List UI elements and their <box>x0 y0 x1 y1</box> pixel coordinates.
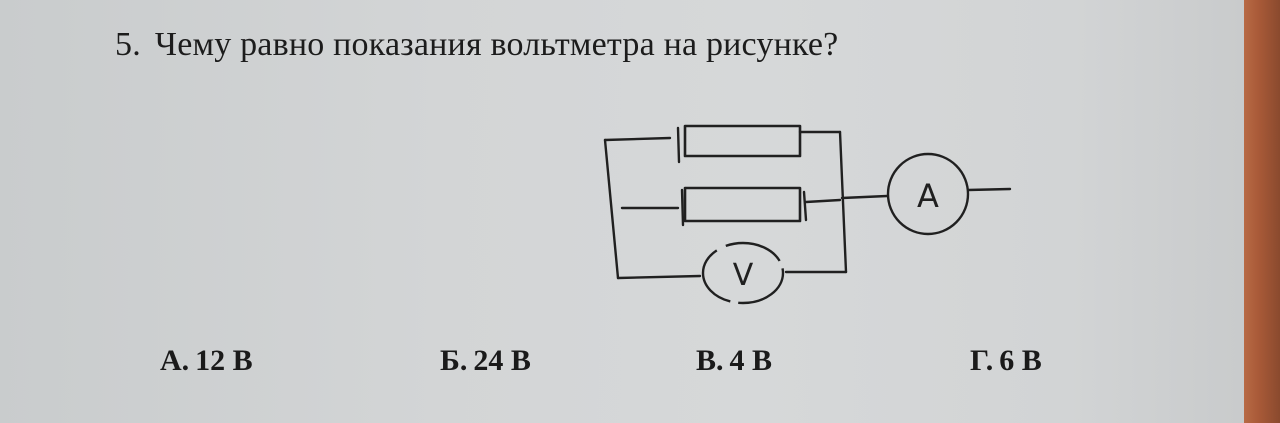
resistor-middle <box>683 186 802 223</box>
ammeter <box>886 152 970 236</box>
table-edge <box>1244 0 1280 423</box>
middle-branch-wire-right <box>804 198 842 204</box>
ammeter-circle <box>886 152 970 236</box>
answer-letter: А. <box>160 344 190 377</box>
answer-value: 12 В <box>195 344 253 377</box>
question-number: 5. <box>115 26 141 63</box>
circuit-diagram: V A <box>603 124 1012 305</box>
bottom-branch-wire-left <box>616 274 702 280</box>
answer-option-c[interactable]: В.4 В <box>696 344 772 378</box>
left-bus-wire <box>603 138 620 280</box>
answer-letter: Г. <box>970 344 994 377</box>
ammeter-label: A <box>917 177 939 215</box>
answer-letter: Б. <box>440 344 468 377</box>
voltmeter <box>701 241 785 305</box>
voltmeter-circle <box>701 241 785 305</box>
middle-branch-cap <box>802 190 808 222</box>
answer-letter: В. <box>696 344 724 377</box>
top-branch-tick <box>676 126 681 164</box>
question-text: Чему равно показания вольтметра на рисун… <box>154 26 839 63</box>
resistor-top <box>683 124 802 158</box>
ammeter-wire-left <box>840 194 889 200</box>
answer-value: 6 В <box>999 344 1042 377</box>
right-bus-wire <box>838 130 848 274</box>
top-branch-wire-left <box>603 136 672 142</box>
answer-option-a[interactable]: А.12 В <box>160 344 253 378</box>
voltmeter-label: V <box>733 258 754 293</box>
question: 5. Чему равно показания вольтметра на рис… <box>115 26 838 64</box>
answer-value: 4 В <box>729 344 773 377</box>
ammeter-wire-right <box>966 187 1012 192</box>
answer-option-d[interactable]: Г.6 В <box>970 344 1042 378</box>
answer-value: 24 В <box>473 344 531 377</box>
answer-option-b[interactable]: Б.24 В <box>440 344 531 378</box>
middle-branch-tick <box>680 188 685 227</box>
